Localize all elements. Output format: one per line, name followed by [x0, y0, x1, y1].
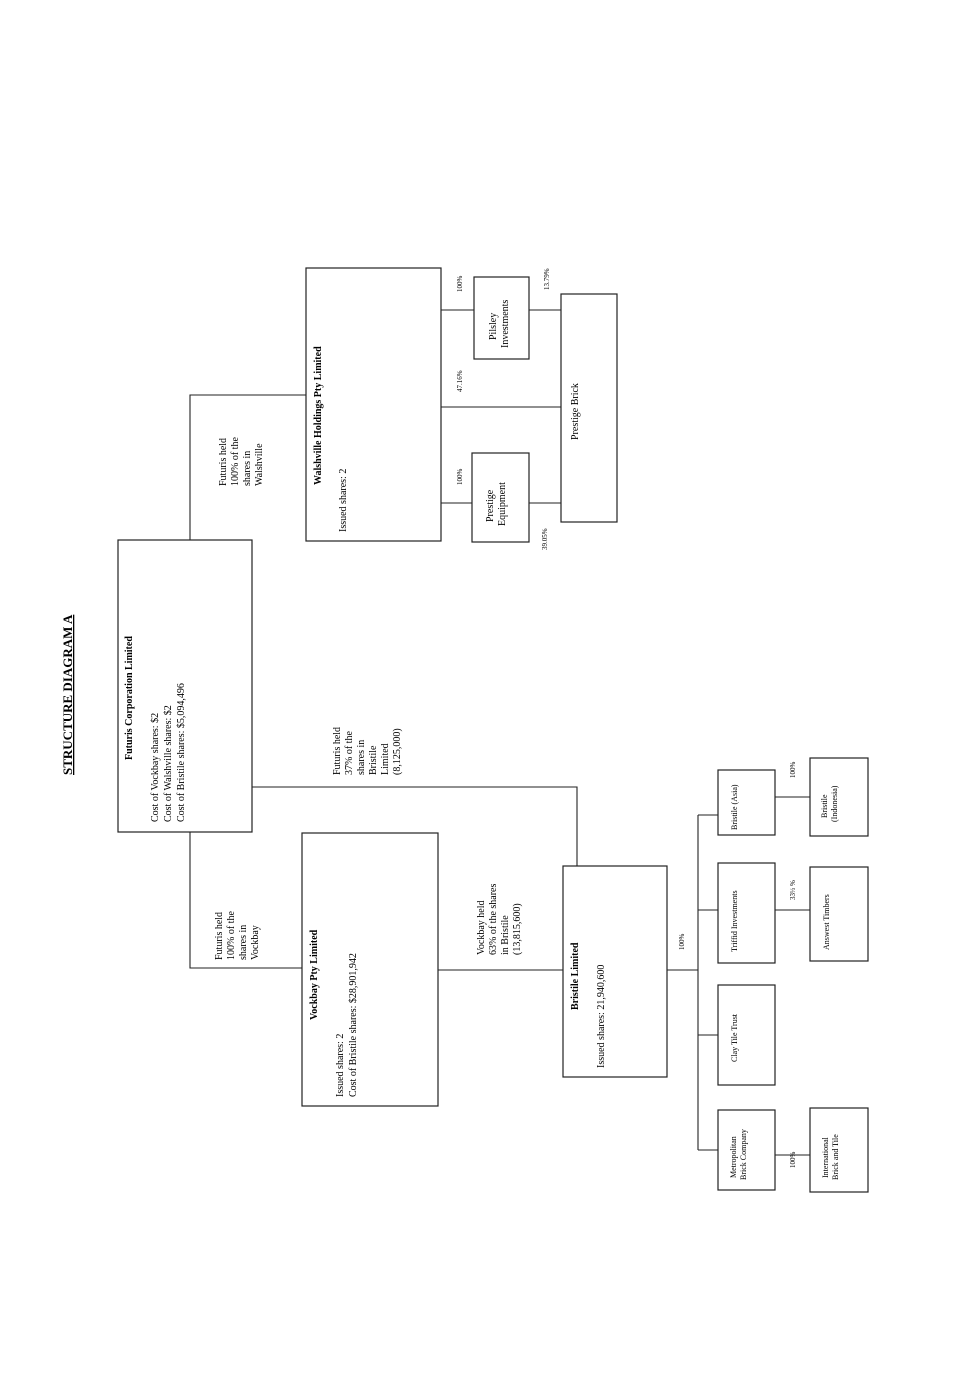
triffid-box — [717, 862, 776, 964]
walshville-box — [305, 267, 442, 542]
svg-text:(8,125,000): (8,125,000) — [392, 728, 403, 775]
prestige-brick-label: Prestige Brick — [570, 383, 581, 440]
svg-text:shares in: shares in — [242, 451, 253, 486]
walshville-name: Walshville Holdings Pty Limited — [313, 346, 324, 485]
pct-bristile-subs: 100% — [678, 934, 686, 951]
svg-text:shares in: shares in — [238, 925, 249, 960]
international-label-1: International — [821, 1136, 830, 1178]
answest-box — [809, 866, 869, 962]
label-bristile-held-vockbay: Vockbay held 63% of the shares in Bristi… — [476, 884, 523, 955]
vockbay-box — [301, 832, 439, 1107]
label-walsh-held: Futuris held 100% of the shares in Walsh… — [218, 437, 265, 486]
metropolitan-box — [717, 1109, 776, 1191]
international-box — [809, 1107, 869, 1193]
bristile-indonesia-label-1: Bristile — [820, 794, 829, 818]
svg-text:Vockbay: Vockbay — [250, 925, 261, 960]
svg-text:Futuris held: Futuris held — [218, 438, 229, 486]
international-label-2: Brick and Tile — [831, 1134, 840, 1180]
svg-text:Futuris held: Futuris held — [332, 727, 343, 775]
pilsley-label-1: Pilsley — [488, 313, 499, 340]
vockbay-line1: Issued shares: 2 — [335, 1034, 346, 1097]
clay-tile-box — [717, 984, 776, 1086]
bristile-indonesia-box — [809, 757, 869, 837]
line-futuris-walshville — [189, 394, 306, 540]
svg-text:Bristile: Bristile — [368, 745, 379, 775]
triffid-label: Triffid Investments — [730, 890, 739, 952]
pct-walsh-brick: 47.16% — [456, 370, 464, 392]
walshville-line1: Issued shares: 2 — [338, 469, 349, 532]
prestige-equipment-label-2: Equipment — [497, 482, 508, 526]
answest-label: Answest Timbers — [822, 894, 831, 950]
pct-equipment-brick: 39.05% — [541, 528, 549, 550]
svg-text:100% of the: 100% of the — [230, 437, 241, 486]
metropolitan-label-1: Metropolitan — [729, 1136, 738, 1178]
vockbay-name: Vockbay Pty Limited — [309, 929, 320, 1020]
prestige-equipment-label-1: Prestige — [485, 489, 496, 522]
clay-tile-label: Clay Tile Trust — [730, 1013, 739, 1062]
pct-asia-indo: 100% — [789, 762, 797, 779]
label-bristile-held-futuris: Futuris held 37% of the shares in Bristi… — [332, 727, 403, 775]
svg-text:Walshville: Walshville — [254, 443, 265, 486]
bristile-asia-label: Bristile (Asia) — [730, 784, 739, 830]
pct-equipment: 100% — [456, 469, 464, 486]
line-futuris-vockbay — [189, 832, 302, 969]
bristile-name: Bristile Limited — [570, 942, 581, 1010]
pct-pilsley: 100% — [456, 276, 464, 293]
svg-text:37% of the: 37% of the — [344, 731, 355, 775]
label-vock-held: Futuris held 100% of the shares in Vockb… — [214, 911, 261, 960]
diagram-title: STRUCTURE DIAGRAM A — [60, 614, 75, 775]
svg-text:63% of the shares: 63% of the shares — [488, 884, 499, 955]
svg-text:Limited: Limited — [380, 743, 391, 775]
futuris-line3: Cost of Bristile shares: $5,094,496 — [176, 683, 187, 822]
svg-text:100% of the: 100% of the — [226, 911, 237, 960]
pct-triffid-answest: 33⅓ % — [789, 880, 797, 900]
bristile-box — [562, 865, 668, 1078]
svg-text:Futuris held: Futuris held — [214, 912, 225, 960]
bristile-indonesia-label-2: (Indonesia) — [830, 785, 839, 822]
metropolitan-label-2: Brick Company — [739, 1129, 748, 1180]
pct-pilsley-brick: 13.79% — [543, 268, 551, 290]
vockbay-line2: Cost of Bristile shares: $28,901,942 — [348, 953, 359, 1097]
futuris-name: Futuris Corporation Limited — [124, 636, 135, 760]
futuris-line1: Cost of Vockbay shares: $2 — [150, 713, 161, 822]
svg-text:in Bristile: in Bristile — [500, 915, 511, 955]
svg-text:(13,815,600): (13,815,600) — [512, 903, 523, 955]
pct-metro-intl: 100% — [789, 1152, 797, 1169]
bristile-asia-box — [717, 769, 776, 836]
futuris-line2: Cost of Walshville shares: $2 — [163, 705, 174, 822]
prestige-equipment-box — [471, 452, 530, 543]
pilsley-box — [473, 276, 530, 360]
prestige-brick-box — [560, 293, 618, 523]
line-futuris-bristile — [252, 786, 578, 866]
svg-text:Vockbay held: Vockbay held — [476, 900, 487, 955]
pilsley-label-2: Investments — [500, 300, 511, 348]
bristile-line1: Issued shares: 21,940,600 — [596, 965, 607, 1068]
futuris-box — [117, 539, 253, 833]
svg-text:shares in: shares in — [356, 740, 367, 775]
